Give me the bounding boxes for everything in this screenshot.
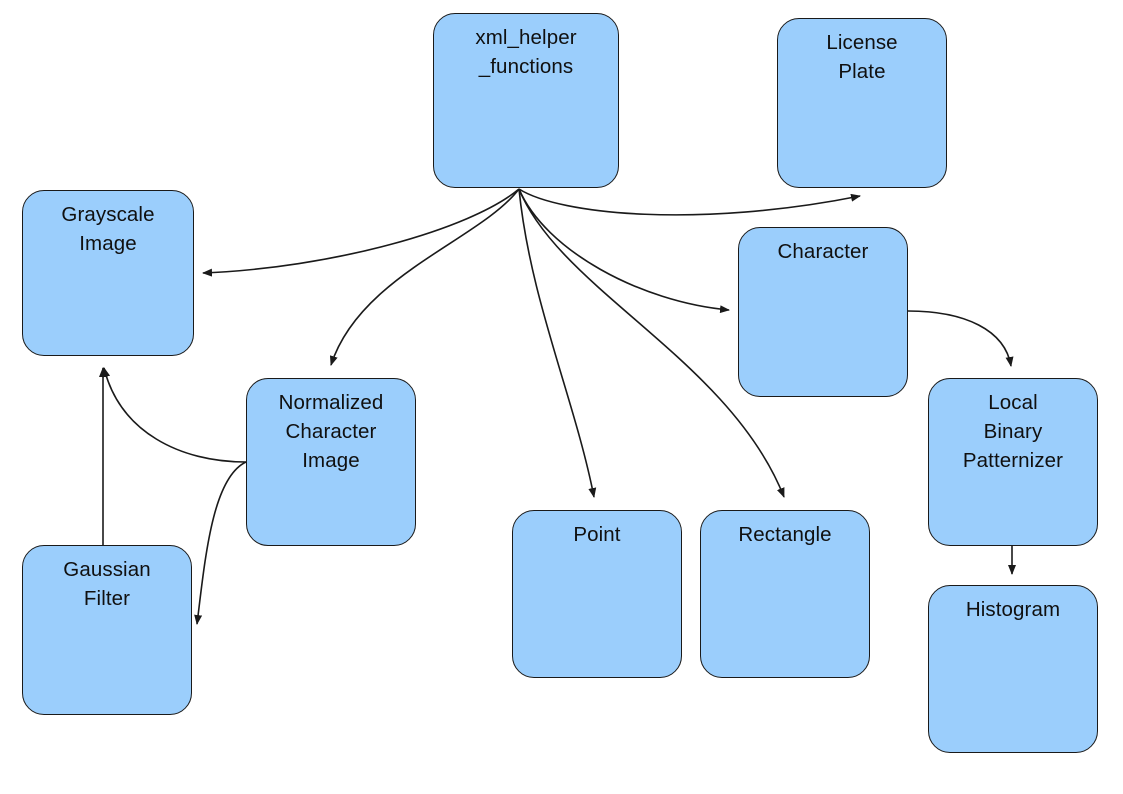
node-label-local_binary_patternizer: Local Binary Patternizer <box>962 391 1064 472</box>
edge-xml-to-grayscale-image <box>202 188 520 277</box>
node-label-rectangle: Rectangle <box>738 523 832 546</box>
node-normalized_character_image[interactable]: Normalized Character Image <box>246 378 416 546</box>
edge-character-to-local-binary-patternizer <box>907 310 1014 367</box>
node-grayscale_image[interactable]: Grayscale Image <box>22 190 194 356</box>
edge-xml-to-license-plate <box>518 188 861 216</box>
node-label-point: Point <box>573 523 621 546</box>
node-rectangle[interactable]: Rectangle <box>700 510 870 678</box>
node-character[interactable]: Character <box>738 227 908 397</box>
node-gaussian_filter[interactable]: Gaussian Filter <box>22 545 192 715</box>
node-label-grayscale_image: Grayscale Image <box>61 203 155 255</box>
edge-xml-to-point <box>518 188 597 498</box>
node-label-character: Character <box>777 240 869 263</box>
edge-normalized-character-image-to-gaussian-filter <box>194 461 247 625</box>
node-local_binary_patternizer[interactable]: Local Binary Patternizer <box>928 378 1098 546</box>
node-histogram[interactable]: Histogram <box>928 585 1098 753</box>
node-point[interactable]: Point <box>512 510 682 678</box>
node-label-gaussian_filter: Gaussian Filter <box>63 558 151 610</box>
node-license_plate[interactable]: License Plate <box>777 18 947 188</box>
edge-xml-to-normalized-character-image <box>329 188 520 366</box>
edge-xml-to-character <box>518 188 730 314</box>
node-label-xml_helper_functions: xml_helper _functions <box>475 26 577 78</box>
edge-normalized-character-image-to-grayscale-image <box>102 367 247 463</box>
node-label-histogram: Histogram <box>965 598 1061 621</box>
node-xml_helper_functions[interactable]: xml_helper _functions <box>433 13 619 188</box>
node-label-normalized_character_image: Normalized Character Image <box>278 391 384 472</box>
node-label-license_plate: License Plate <box>826 31 898 83</box>
